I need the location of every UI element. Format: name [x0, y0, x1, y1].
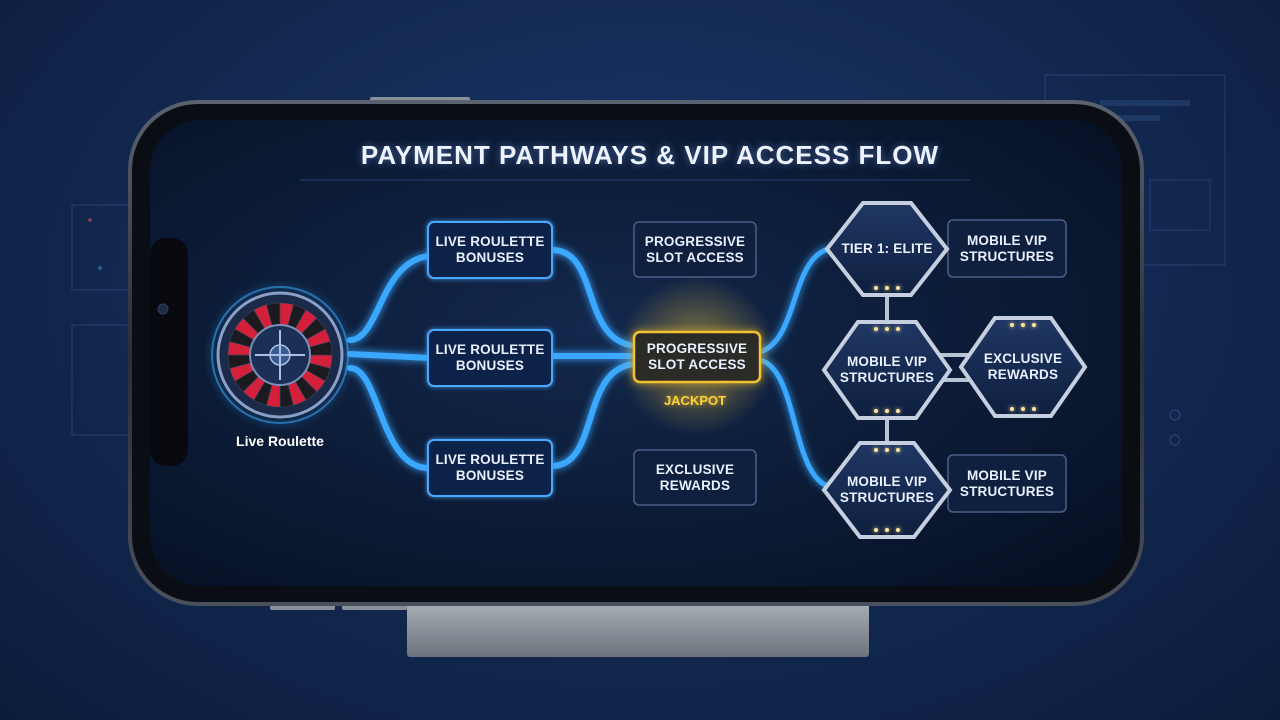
progressive-node-center — [632, 330, 762, 384]
hex-mobile-vip-bottom-label: MOBILE VIP STRUCTURES — [839, 474, 935, 505]
rewards-node-bottom-label: EXCLUSIVE REWARDS — [655, 461, 735, 493]
hex-links — [885, 295, 978, 443]
side-label-boxes — [947, 219, 1067, 513]
hex-mobile-vip-mid-label: MOBILE VIP STRUCTURES — [839, 354, 935, 385]
jackpot-label: JACKPOT — [663, 393, 727, 408]
phone-notch — [150, 238, 188, 466]
hex-exclusive-rewards-label: EXCLUSIVE REWARDS — [983, 351, 1063, 382]
hex-mobile-vip-bottom — [821, 441, 953, 539]
side-box-top-label: MOBILE VIP STRUCTURES — [959, 232, 1055, 264]
rewards-node-bottom — [633, 449, 757, 506]
bonus-node-2 — [427, 329, 553, 387]
roulette-label: Live Roulette — [236, 433, 324, 449]
hex-tier-elite-label: TIER 1: ELITE — [841, 241, 933, 256]
connector-lines-left — [347, 253, 433, 472]
hex-nodes — [821, 201, 1088, 539]
side-box-bottom-label: MOBILE VIP STRUCTURES — [959, 467, 1055, 499]
front-camera-icon — [157, 303, 169, 315]
bonus-node-label-3: LIVE ROULETTE BONUSES — [435, 452, 545, 483]
progressive-node-top-label: PROGRESSIVE SLOT ACCESS — [644, 233, 746, 265]
bonus-node-label-1: LIVE ROULETTE BONUSES — [435, 234, 545, 265]
hex-mobile-vip-mid — [821, 320, 953, 420]
bonus-node-boxes — [427, 221, 553, 497]
middle-node-boxes — [617, 221, 777, 506]
roulette-wheel-icon — [211, 286, 349, 424]
side-box-bottom — [947, 454, 1067, 513]
bonus-node-3 — [427, 439, 553, 497]
bonus-node-label-2: LIVE ROULETTE BONUSES — [435, 342, 545, 373]
progressive-node-center-label: PROGRESSIVE SLOT ACCESS — [646, 341, 748, 372]
bonus-node-1 — [427, 221, 553, 279]
hex-tier-elite — [824, 201, 950, 297]
hex-exclusive-rewards — [958, 316, 1088, 418]
page-title: PAYMENT PATHWAYS & VIP ACCESS FLOW — [360, 140, 940, 170]
background-tech-panel-left — [71, 204, 133, 436]
